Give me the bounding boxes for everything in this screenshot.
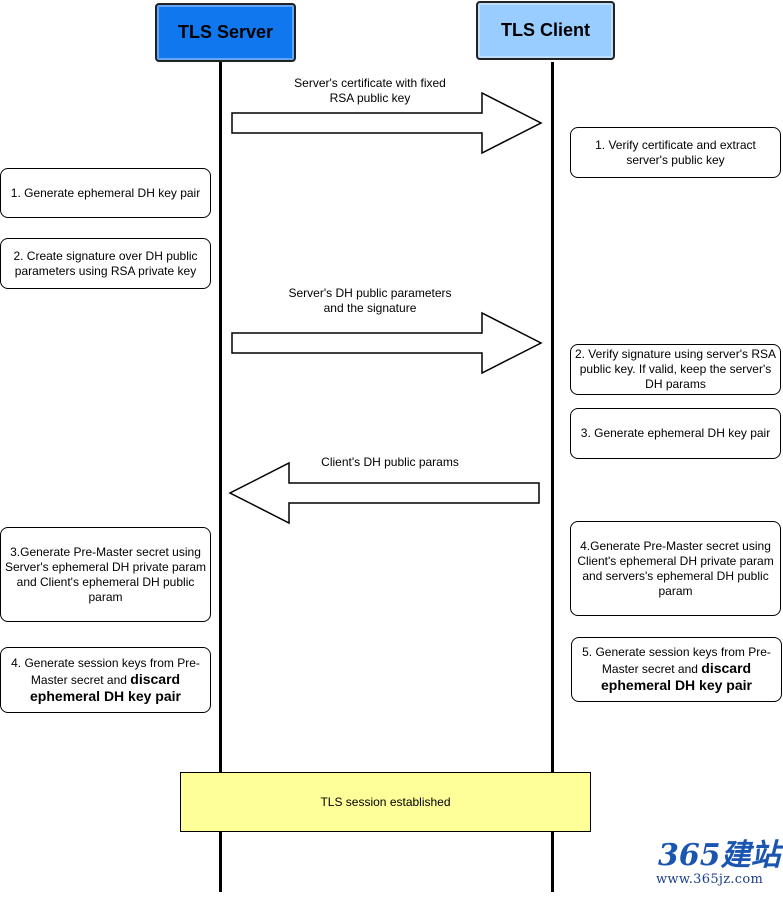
client-note: 2. Verify signature using server's RSA p…	[570, 344, 781, 395]
server-lifeline	[219, 62, 222, 892]
client-actor-label: TLS Client	[501, 20, 590, 40]
client-note: 1. Verify certificate and extract server…	[570, 127, 781, 178]
message-label: Server's DH public parameters and the si…	[288, 286, 452, 315]
watermark-logo: 365建站 www.365jz.com	[656, 840, 781, 895]
server-note: 1. Generate ephemeral DH key pair	[0, 168, 211, 218]
session-established-banner: TLS session established	[180, 772, 591, 832]
server-note: 4. Generate session keys from Pre-Master…	[0, 647, 211, 713]
watermark-url: www.365jz.com	[656, 872, 764, 887]
client-actor: TLS Client	[476, 1, 615, 60]
watermark-logo-text: 365建站	[658, 838, 781, 873]
server-actor: TLS Server	[155, 3, 296, 62]
right-arrow	[231, 91, 543, 155]
client-lifeline	[551, 62, 554, 892]
message-label: Server's certificate with fixed RSA publ…	[294, 76, 446, 105]
client-note: 5. Generate session keys from Pre-Master…	[571, 637, 782, 702]
server-actor-label: TLS Server	[177, 22, 274, 42]
client-note: 3. Generate ephemeral DH key pair	[570, 408, 781, 459]
banner-label: TLS session established	[320, 795, 451, 809]
right-arrow	[231, 311, 543, 375]
message-label: Client's DH public params	[321, 455, 459, 469]
server-note: 3.Generate Pre-Master secret using Serve…	[0, 527, 211, 622]
client-note: 4.Generate Pre-Master secret using Clien…	[570, 521, 781, 616]
server-note: 2. Create signature over DH public param…	[0, 238, 211, 289]
left-arrow	[228, 461, 540, 525]
